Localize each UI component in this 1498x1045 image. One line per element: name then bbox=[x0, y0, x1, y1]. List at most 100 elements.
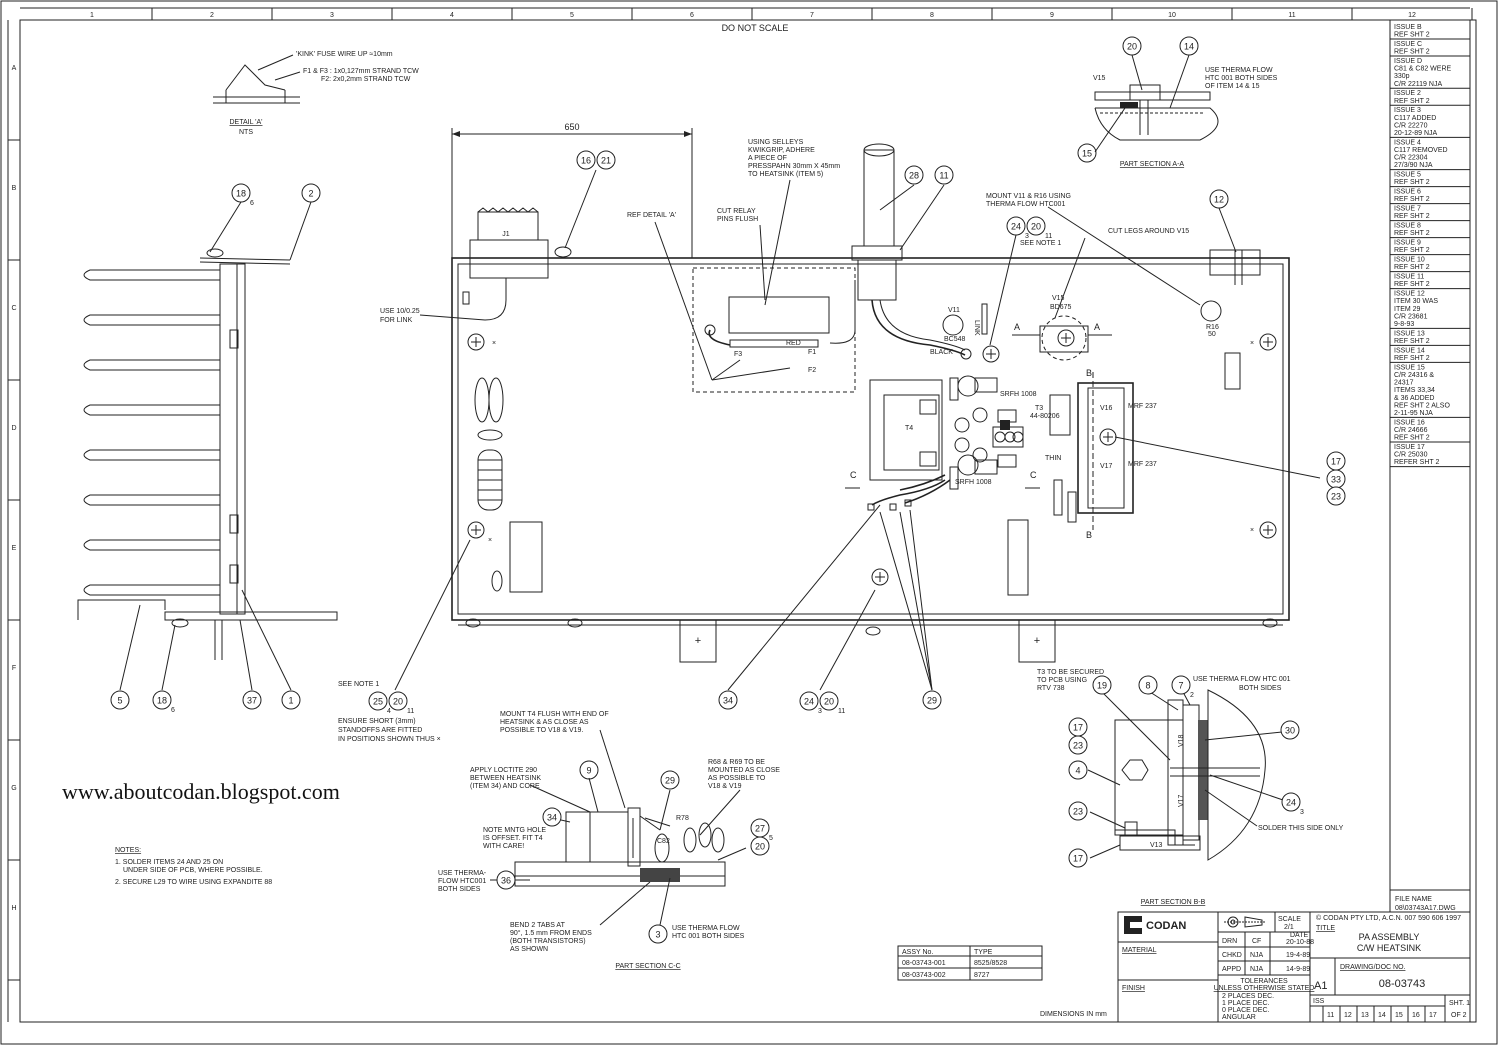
svg-text:2: 2 bbox=[1190, 692, 1194, 699]
appd-date: 14-9-89 bbox=[1286, 966, 1310, 973]
row-label: C bbox=[11, 305, 16, 312]
svg-text:20-12-89 NJA: 20-12-89 NJA bbox=[1394, 130, 1438, 137]
svg-text:1: 1 bbox=[288, 696, 293, 706]
bend-note-3: (BOTH TRANSISTORS) bbox=[510, 938, 586, 945]
svg-text:ITEM 29: ITEM 29 bbox=[1394, 306, 1421, 313]
svg-text:29: 29 bbox=[665, 776, 675, 786]
selleys-note-4: PRESSPAHN 30mm X 45mm bbox=[748, 163, 840, 170]
assy-header-type: TYPE bbox=[974, 949, 993, 956]
v18-label: V18 bbox=[1178, 734, 1185, 747]
screw-6 bbox=[871, 568, 889, 586]
svg-text:17: 17 bbox=[1073, 723, 1083, 733]
callout-balloon: 17 bbox=[1326, 451, 1346, 471]
svg-text:11: 11 bbox=[407, 708, 414, 715]
callout-balloon: 37 bbox=[242, 690, 262, 710]
svg-text:C81 & C82 WERE: C81 & C82 WERE bbox=[1394, 66, 1452, 73]
svg-text:ISSUE 7: ISSUE 7 bbox=[1394, 206, 1421, 213]
thin-label: THIN bbox=[1045, 455, 1061, 462]
mount-t4-2: HEATSINK & AS CLOSE AS bbox=[500, 719, 589, 726]
v17-label: V17 bbox=[1100, 463, 1113, 470]
cut-legs-note: CUT LEGS AROUND V15 bbox=[1108, 228, 1189, 235]
svg-text:11: 11 bbox=[1045, 233, 1052, 240]
column-label: 7 bbox=[810, 12, 814, 19]
svg-text:REF SHT 2: REF SHT 2 bbox=[1394, 49, 1430, 56]
therma-aa-2: HTC 001 BOTH SIDES bbox=[1205, 75, 1278, 82]
tolerances-sub: UNLESS OTHERWISE STATED bbox=[1214, 985, 1315, 992]
svg-text:9: 9 bbox=[586, 766, 591, 776]
svg-text:18: 18 bbox=[236, 189, 246, 199]
svg-text:REF SHT 2: REF SHT 2 bbox=[1394, 213, 1430, 220]
t3-value: 44-80206 bbox=[1030, 413, 1060, 420]
bend-note-2: 90°, 1.5 mm FROM ENDS bbox=[510, 929, 592, 937]
therma-cc-5: HTC 001 BOTH SIDES bbox=[672, 933, 745, 940]
v15-label: V15 bbox=[1052, 295, 1065, 302]
svg-text:24: 24 bbox=[1286, 798, 1296, 808]
svg-text:20: 20 bbox=[393, 697, 403, 707]
svg-text:REF SHT 2: REF SHT 2 bbox=[1394, 338, 1430, 345]
svg-text:REF SHT 2: REF SHT 2 bbox=[1394, 435, 1430, 442]
column-label: 2 bbox=[210, 12, 214, 19]
svg-text:28: 28 bbox=[909, 171, 919, 181]
svg-text:ISSUE 10: ISSUE 10 bbox=[1394, 257, 1425, 264]
row-label: H bbox=[11, 905, 16, 912]
callout-balloon: 29 bbox=[922, 690, 942, 710]
r68-note-3: AS POSSIBLE TO bbox=[708, 775, 766, 782]
bend-note-1: BEND 2 TABS AT bbox=[510, 922, 566, 929]
r78-label: R78 bbox=[676, 815, 689, 822]
svg-text:+: + bbox=[1034, 635, 1040, 647]
fuse-f1-label: F1 bbox=[808, 349, 816, 356]
part-section-cc-title: PART SECTION C-C bbox=[615, 963, 680, 970]
use-link-note-2: FOR LINK bbox=[380, 317, 413, 324]
see-note-lower: SEE NOTE 1 bbox=[338, 681, 379, 688]
svg-text:B: B bbox=[1086, 368, 1092, 378]
callout-balloon: 186 bbox=[152, 690, 175, 714]
j1-label: J1 bbox=[502, 231, 510, 238]
c82-label: C82 bbox=[657, 838, 670, 845]
svg-text:ISSUE 12: ISSUE 12 bbox=[1394, 291, 1425, 298]
of-label: OF 2 bbox=[1451, 1012, 1467, 1019]
fuse-f2-label: F2 bbox=[808, 367, 816, 374]
svg-text:33: 33 bbox=[1331, 475, 1341, 485]
svg-text:C/R 24316 &: C/R 24316 & bbox=[1394, 372, 1434, 379]
copyright: © CODAN PTY LTD, A.C.N. 007 590 606 1997 bbox=[1316, 914, 1461, 922]
svg-text:2-11-95 NJA: 2-11-95 NJA bbox=[1394, 410, 1433, 417]
svg-text:REF SHT 2: REF SHT 2 bbox=[1394, 98, 1430, 105]
callout-balloon: 4 bbox=[1068, 760, 1088, 780]
svg-text:15: 15 bbox=[1082, 149, 1092, 159]
mount-note-2: THERMA FLOW HTC001 bbox=[986, 201, 1065, 208]
svg-text:4: 4 bbox=[387, 708, 391, 715]
bc548-label: BC548 bbox=[944, 336, 966, 343]
drn-label: DRN bbox=[1222, 938, 1237, 945]
screw-5 bbox=[1259, 521, 1277, 539]
callout-balloon: 28 bbox=[904, 165, 924, 185]
row-label: D bbox=[11, 425, 16, 432]
svg-text:REF SHT 2: REF SHT 2 bbox=[1394, 179, 1430, 186]
callout-balloon: 254 bbox=[368, 691, 391, 715]
svg-text:11: 11 bbox=[838, 708, 845, 715]
scale-label: SCALE bbox=[1278, 916, 1301, 923]
material-label: MATERIAL bbox=[1122, 947, 1157, 954]
svg-text:.: . bbox=[1015, 391, 1017, 398]
company-name: CODAN bbox=[1146, 920, 1186, 932]
svg-text:5: 5 bbox=[117, 696, 122, 706]
loctite-2: BETWEEN HEATSINK bbox=[470, 775, 541, 782]
callout-balloon: 20 bbox=[1122, 36, 1142, 56]
detail-a: 'KINK' FUSE WIRE UP ≈10mm F1 & F3 : 1x0,… bbox=[213, 51, 419, 136]
screw-4 bbox=[1259, 333, 1277, 351]
note-1a: 1. SOLDER ITEMS 24 AND 25 ON bbox=[115, 859, 223, 866]
file-name-value: 08\03743A17.DWG bbox=[1395, 905, 1456, 912]
therma-bb-1: USE THERMA FLOW HTC 001 bbox=[1193, 676, 1291, 683]
svg-text:A: A bbox=[1014, 322, 1020, 332]
r68-note-4: V18 & V19 bbox=[708, 783, 742, 790]
column-label: 8 bbox=[930, 12, 934, 19]
screw-1 bbox=[467, 333, 485, 351]
callout-balloon: 14 bbox=[1179, 36, 1199, 56]
issue-number: 13 bbox=[1361, 1012, 1369, 1019]
